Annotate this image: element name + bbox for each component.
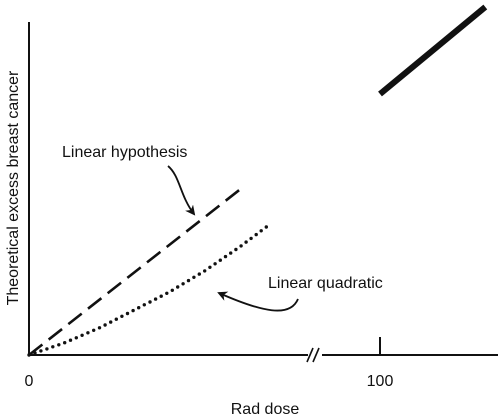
series-linear-quadratic-dot [181,282,185,286]
series-linear-quadratic-dot [142,303,146,307]
x-tick-label-0: 0 [25,373,34,390]
series-linear-quadratic-dot [125,311,130,316]
series-linear-quadratic-dot [33,351,37,355]
series-linear-quadratic-dot [86,331,90,335]
series-linear-quadratic-dot [114,317,119,321]
series-linear-quadratic-dot [97,326,102,330]
series-linear-quadratic-dot [68,338,73,342]
axis-break-mark [306,347,320,363]
series-linear-quadratic-dot [259,229,263,233]
series-linear-quadratic-dot [239,244,243,248]
series-linear-quadratic-dot [153,297,158,301]
series-linear-quadratic-dot [176,285,180,289]
series-linear-quadratic-dot [249,236,253,241]
series-linear-quadratic-dot [27,353,31,357]
series-linear-quadratic-dots [27,225,268,357]
series-linear-hypothesis-line [28,185,244,357]
series-linear-quadratic-dot [62,341,67,345]
series-linear-quadratic-dot [120,314,124,318]
series-linear-quadratic-dot [165,291,169,295]
series-linear-quadratic-dot [45,347,49,351]
y-axis-label: Theoretical excess breast cancer [5,70,22,305]
series-linear-quadratic-dot [51,345,55,349]
series-linear-quadratic-dot [80,333,84,337]
series-linear-quadratic-dot [170,288,174,292]
series-linear-quadratic-dot [203,269,207,273]
series-linear-quadratic-dot [197,272,201,276]
series-linear-quadratic-dot [92,328,96,332]
annotation-arrow-linear-quadratic [217,291,299,312]
series-linear-quadratic-dot [264,225,268,229]
series-linear-quadratic-dot [57,343,61,347]
series-linear-quadratic-dot [213,262,217,266]
annotation-linear-hypothesis: Linear hypothesis [62,144,187,161]
series-linear-quadratic-dot [192,275,196,279]
series-linear-quadratic-dot [74,336,79,340]
x-axis-label: Rad dose [231,401,300,418]
series-solid-thick-line [378,4,488,97]
series-linear-quadratic-dot [218,258,222,262]
series-linear-quadratic-dot [229,251,233,255]
series-linear-quadratic-dot [103,323,107,327]
series-linear-quadratic-dot [39,349,43,353]
series-linear-quadratic-dot [131,308,135,313]
x-tick-label-100: 100 [367,373,394,390]
series-linear-quadratic-dot [137,306,141,310]
series-linear-quadratic-dot [244,240,248,244]
series-linear-quadratic-dot [186,278,191,283]
series-linear-quadratic-dot [208,265,212,269]
series-linear-quadratic-dot [109,320,113,324]
series-linear-quadratic-dot [159,294,163,298]
series-linear-quadratic-dot [254,232,258,237]
annotation-linear-quadratic: Linear quadratic [268,275,383,292]
annotation-arrow-linear-hypothesis [167,165,196,216]
series-linear-quadratic-dot [223,254,228,259]
series-linear-quadratic-dot [148,300,152,304]
series-linear-quadratic-dot [234,247,238,252]
